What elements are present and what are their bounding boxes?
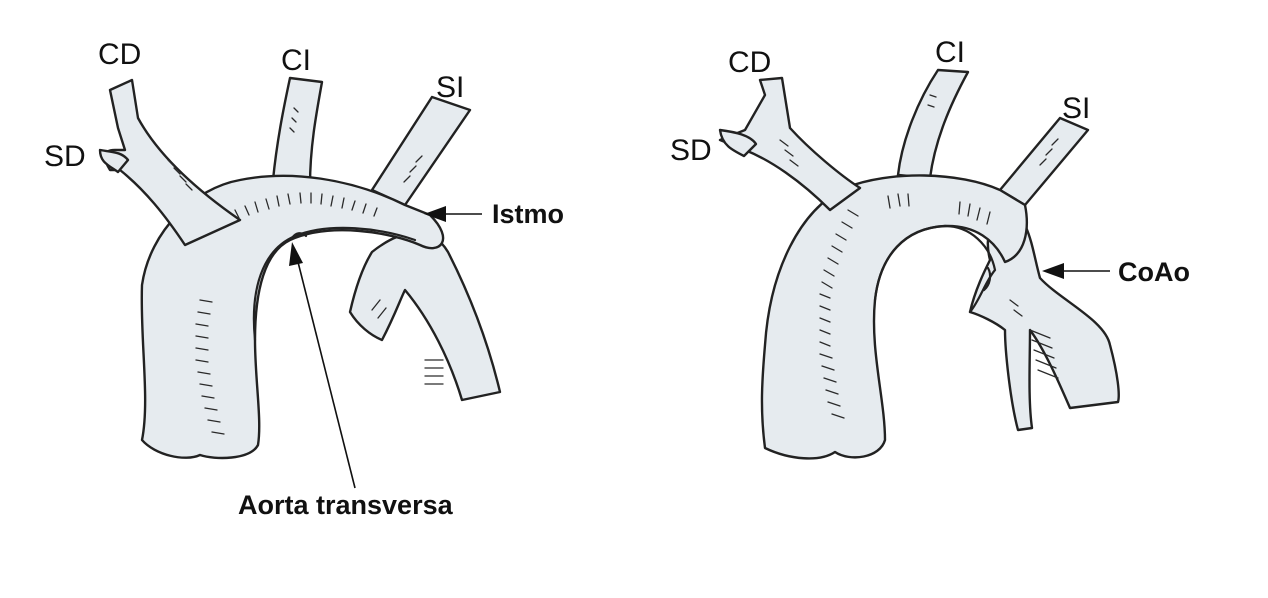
coao-label: CoAo bbox=[1118, 257, 1190, 287]
aorta-transversa-arrow bbox=[289, 242, 355, 488]
left-carotid-ci bbox=[273, 78, 322, 185]
aorta-transversa-label: Aorta transversa bbox=[238, 490, 454, 520]
istmo-label: Istmo bbox=[492, 199, 564, 229]
right-carotid-ci bbox=[898, 70, 968, 178]
left-label-si: SI bbox=[436, 71, 464, 104]
left-label-ci: CI bbox=[281, 44, 311, 77]
left-subclavian-si bbox=[372, 97, 470, 205]
right-label-si: SI bbox=[1062, 92, 1090, 125]
coao-arrow bbox=[1042, 263, 1110, 279]
right-label-sd: SD bbox=[670, 134, 712, 167]
right-label-cd: CD bbox=[728, 46, 771, 79]
right-aortic-arch bbox=[720, 70, 1119, 458]
left-label-sd: SD bbox=[44, 140, 86, 173]
right-label-ci: CI bbox=[935, 36, 965, 69]
left-label-cd: CD bbox=[98, 38, 141, 71]
left-descending-aorta bbox=[350, 233, 500, 400]
